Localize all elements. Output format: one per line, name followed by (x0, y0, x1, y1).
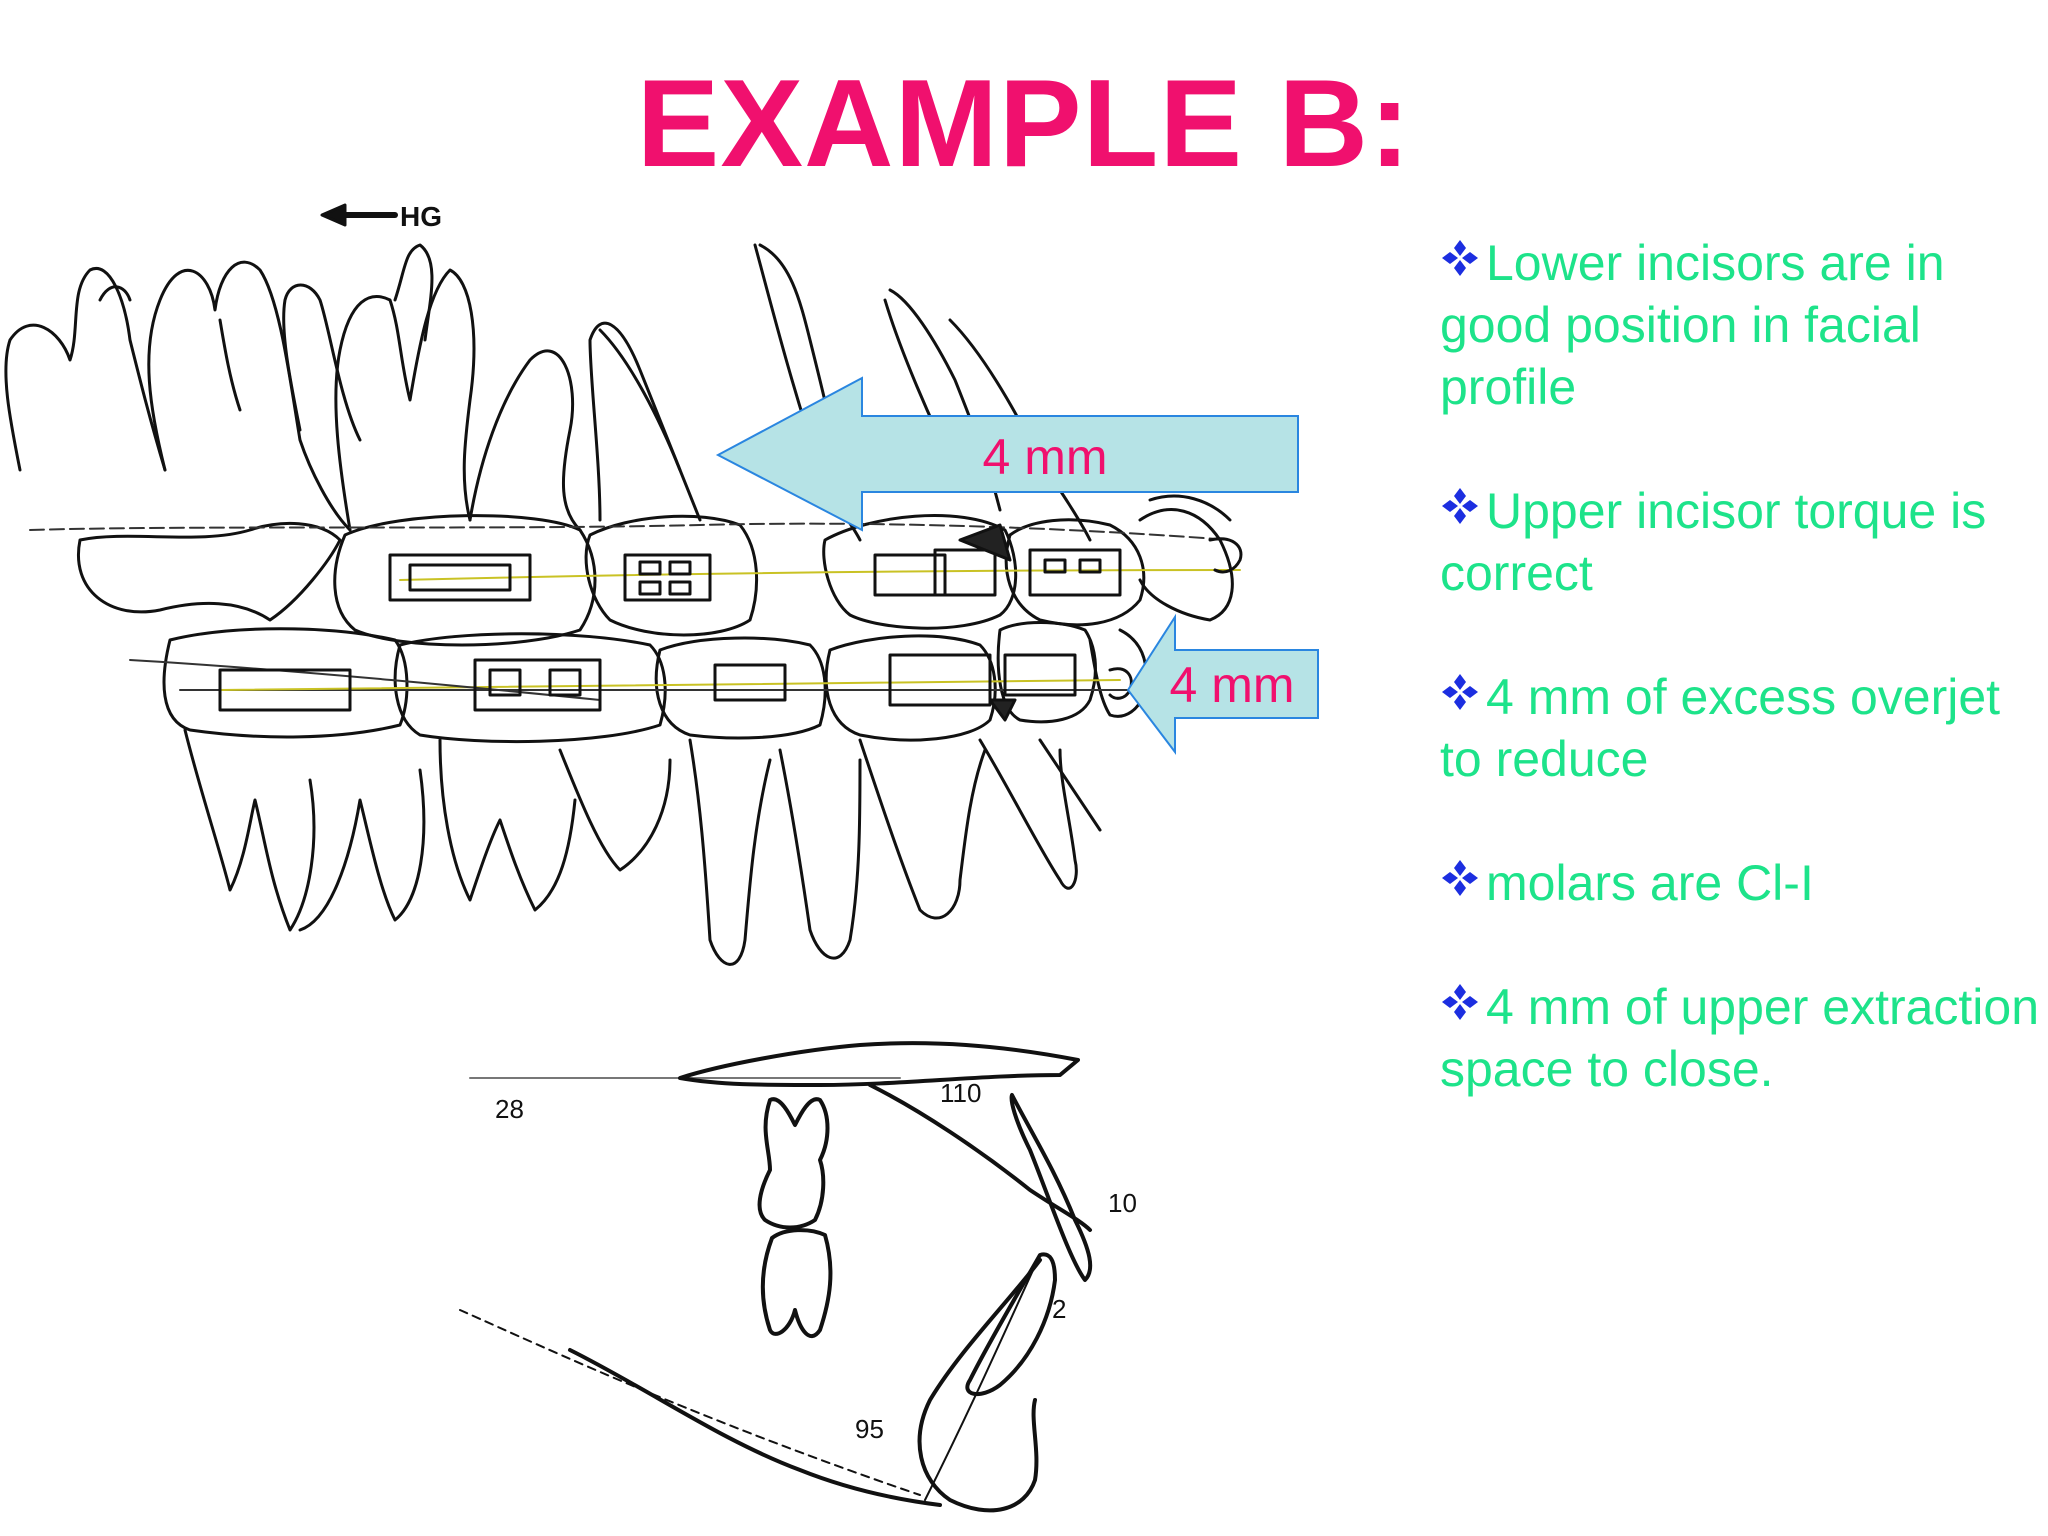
bullet-text: 4 mm of upper extraction space to close. (1440, 979, 2040, 1097)
four-diamond-icon (1442, 984, 1478, 1020)
four-diamond-icon (1442, 488, 1478, 524)
angle-2: 2 (1052, 1294, 1066, 1324)
bullet-text: molars are Cl-I (1486, 855, 1814, 911)
bullet-item: 4 mm of upper extraction space to close. (1440, 976, 2040, 1100)
bullet-item: Lower incisors are in good position in f… (1440, 232, 2040, 418)
upper-4mm-arrow: 4 mm (715, 376, 1299, 532)
bullet-text: Upper incisor torque is correct (1440, 483, 1987, 601)
bullet-item: 4 mm of excess overjet to reduce (1440, 666, 2040, 790)
angle-10: 10 (1108, 1188, 1137, 1218)
lower-arrow-label: 4 mm (1170, 657, 1295, 713)
slide-title: EXAMPLE B: (636, 55, 1412, 193)
headgear-arrow-icon (320, 203, 398, 227)
angle-28: 28 (495, 1094, 524, 1124)
upper-arrow-label: 4 mm (983, 429, 1108, 485)
cephalometric-tracing (459, 1041, 1093, 1513)
lower-4mm-arrow: 4 mm (1126, 613, 1319, 755)
angle-110: 110 (940, 1078, 981, 1108)
upper-crowns-outline (77, 494, 1234, 647)
brackets (218, 523, 1243, 722)
bullet-item: molars are Cl-I (1440, 852, 2040, 914)
angle-95: 95 (855, 1414, 884, 1444)
lower-teeth-outline (183, 728, 1102, 966)
bullet-list: Lower incisors are in good position in f… (1440, 232, 2040, 1100)
bullet-text: Lower incisors are in good position in f… (1440, 235, 1945, 415)
bullet-text: 4 mm of excess overjet to reduce (1440, 669, 2001, 787)
archwire-lines (29, 522, 1241, 701)
four-diamond-icon (1442, 674, 1478, 710)
upper-teeth-outline (4, 243, 1092, 542)
headgear-label: HG (400, 201, 442, 232)
four-diamond-icon (1442, 860, 1478, 896)
bullet-item: Upper incisor torque is correct (1440, 480, 2040, 604)
four-diamond-icon (1442, 240, 1478, 276)
